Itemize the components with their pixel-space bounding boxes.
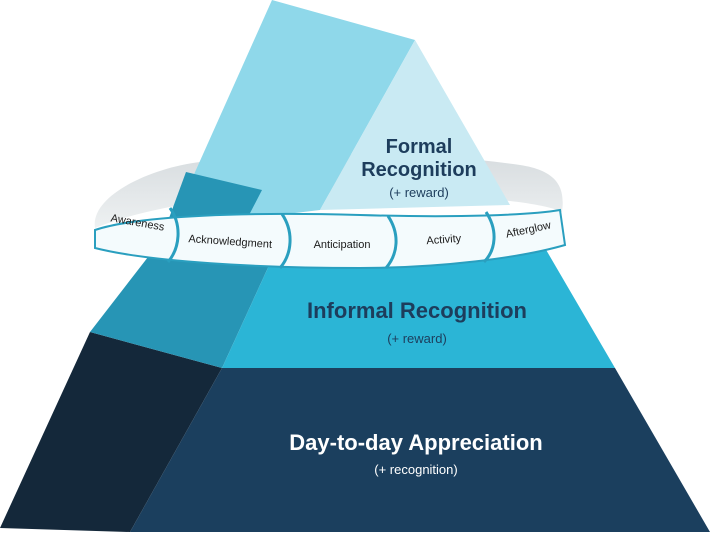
top-tier-title-line-2: Recognition — [361, 159, 477, 181]
middle-tier-title: Informal Recognition — [307, 298, 527, 323]
ring-divider — [482, 211, 496, 264]
ring-front-band — [94, 208, 567, 270]
bottom-tier-title: Day-to-day Appreciation — [289, 430, 542, 455]
ring-divider — [166, 207, 180, 263]
top-tier-title-line-1: Formal — [386, 136, 453, 158]
bottom-tier-side-face — [0, 332, 222, 532]
bottom-tier-subtitle: (+ recognition) — [374, 462, 457, 477]
ring-stage-acknowledgment: Acknowledgment — [188, 233, 272, 251]
middle-tier-side-face — [90, 248, 277, 368]
ring-divider — [384, 215, 398, 269]
middle-tier-front-face — [222, 248, 615, 368]
top-tier-subtitle: (+ reward) — [389, 185, 449, 200]
ring-stage-activity: Activity — [426, 233, 462, 247]
ring-stage-anticipation: Anticipation — [314, 239, 371, 251]
top-tier-front-face — [320, 40, 510, 210]
top-tier-side-face — [170, 0, 415, 228]
middle-tier-subtitle: (+ reward) — [387, 331, 447, 346]
bottom-tier-front-face — [130, 368, 710, 532]
ring-divider — [278, 213, 292, 269]
